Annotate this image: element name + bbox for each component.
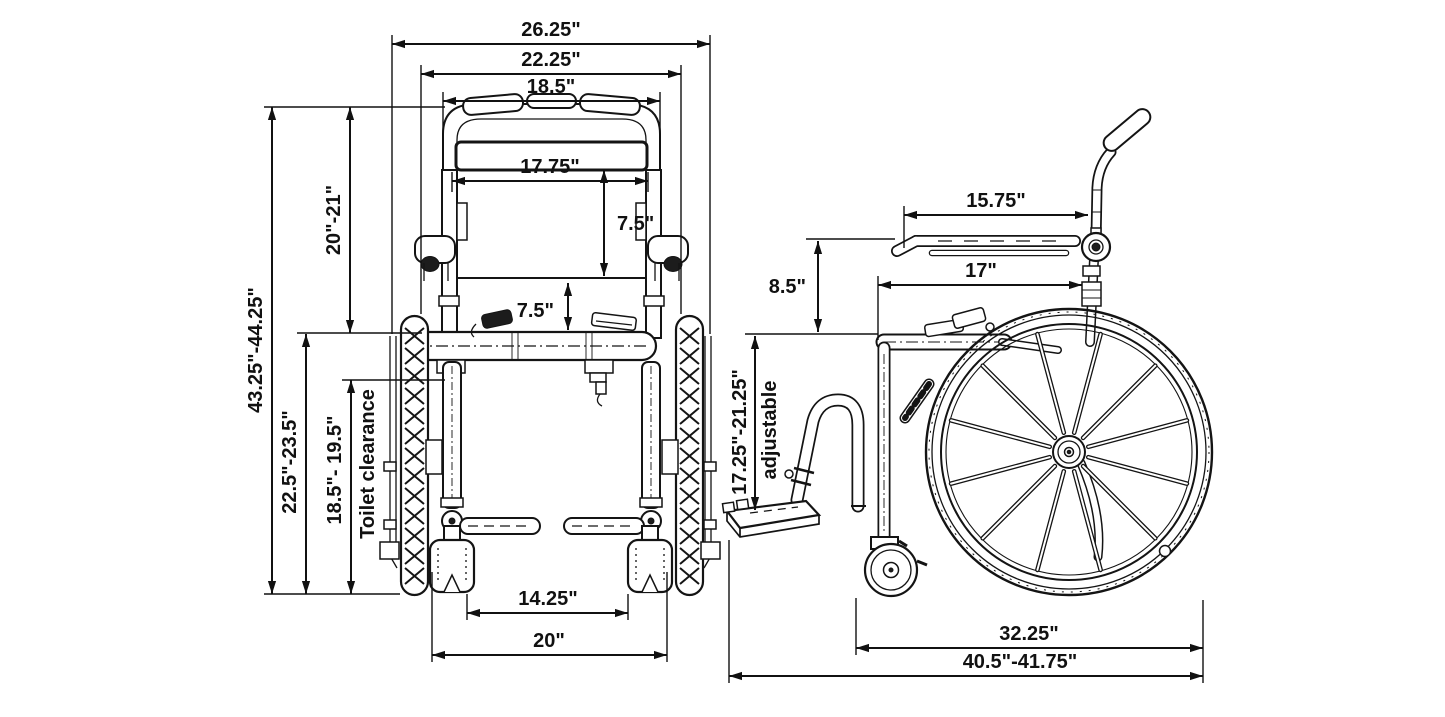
rear-wheel-right xyxy=(661,314,721,597)
dim-outer-width: 22.25" xyxy=(421,49,681,79)
dim-label-armrest-length: 15.75" xyxy=(966,190,1026,212)
dim-label-rear-section-length: 32.25" xyxy=(999,623,1059,645)
dim-label-caster-track: 14.25" xyxy=(518,588,578,610)
dim-label-backrest-depth: 7.5" xyxy=(617,213,654,235)
dim-backrest-depth: 7.5" xyxy=(599,170,654,276)
dim-handle-width: 18.5" xyxy=(443,76,660,106)
side-armrest xyxy=(891,235,1081,257)
side-caster xyxy=(863,536,928,598)
dim-backrest-height-range: 20"-21" xyxy=(323,107,355,333)
dim-seat-height: 22.5"-23.5" xyxy=(279,334,311,594)
dim-label-overall-width: 26.25" xyxy=(521,19,581,41)
back-posts xyxy=(438,169,665,339)
dim-label-armrest-height: 8.5" xyxy=(769,276,806,298)
dim-caster-track: 14.25" xyxy=(467,588,628,618)
armrest-cups xyxy=(414,235,689,281)
side-push-handle xyxy=(1090,108,1152,246)
dim-armrest-height: 8.5" xyxy=(769,241,823,332)
dim-label-toilet-clearance: Toilet clearance xyxy=(357,389,379,539)
dim-seat-opening: 7.5" xyxy=(517,283,573,330)
dim-label-toilet-clearance-range: 18.5"- 19.5" xyxy=(324,415,346,524)
backrest-pad xyxy=(454,140,649,172)
dim-label-seat-opening: 7.5" xyxy=(517,300,554,322)
dim-label-handle-width: 18.5" xyxy=(527,76,575,98)
side-back-post xyxy=(1081,254,1102,347)
armrest-pivot xyxy=(1080,227,1112,263)
dim-label-base-width: 20" xyxy=(533,630,565,652)
dim-label-backrest-height-range: 20"-21" xyxy=(323,185,345,255)
dim-label-overall-height: 43.25"-44.25" xyxy=(245,287,267,413)
dim-base-width: 20" xyxy=(432,630,667,660)
dim-overall-width: 26.25" xyxy=(392,19,710,49)
front-view-dimensions: 26.25" 22.25" 18.5" 43.25"-44.25" 20"-21… xyxy=(245,19,711,662)
dim-armrest-length: 15.75" xyxy=(904,190,1088,220)
under-seat-brackets xyxy=(436,359,614,407)
dim-overall-length: 40.5"-41.75" xyxy=(729,651,1203,681)
dim-seat-depth: 17" xyxy=(878,260,1082,290)
dim-footrest-height: 17.25"-21.25" adjustable xyxy=(729,336,781,510)
dim-toilet-clearance: 18.5"- 19.5" Toilet clearance xyxy=(324,380,379,594)
seat-tube xyxy=(406,309,658,362)
extension-lines-side xyxy=(728,206,1204,683)
side-rear-wheel xyxy=(924,307,1214,597)
front-casters xyxy=(428,525,674,594)
dim-label-outer-width: 22.25" xyxy=(521,49,581,71)
front-legs xyxy=(440,361,663,532)
side-view-drawing xyxy=(721,108,1214,598)
side-front-frame xyxy=(877,341,935,545)
dim-label-footrest-note: adjustable xyxy=(759,381,781,480)
dim-label-backrest-width: 17.75" xyxy=(520,156,580,178)
rear-wheel-left xyxy=(379,314,443,597)
dim-backrest-width: 17.75" xyxy=(452,156,648,186)
side-view-dimensions: 15.75" 17" 8.5" 17.25"-21.25" adjustable… xyxy=(728,190,1204,683)
dim-label-seat-depth: 17" xyxy=(965,260,997,282)
footrest-bars xyxy=(459,517,645,535)
dim-label-overall-length: 40.5"-41.75" xyxy=(963,651,1078,673)
dim-overall-height: 43.25"-44.25" xyxy=(245,107,277,594)
footrest-hanger xyxy=(721,393,866,538)
dim-label-seat-height: 22.5"-23.5" xyxy=(279,410,301,513)
dim-rear-section-length: 32.25" xyxy=(856,623,1203,653)
dim-label-footrest-height-range: 17.25"-21.25" xyxy=(729,369,751,495)
